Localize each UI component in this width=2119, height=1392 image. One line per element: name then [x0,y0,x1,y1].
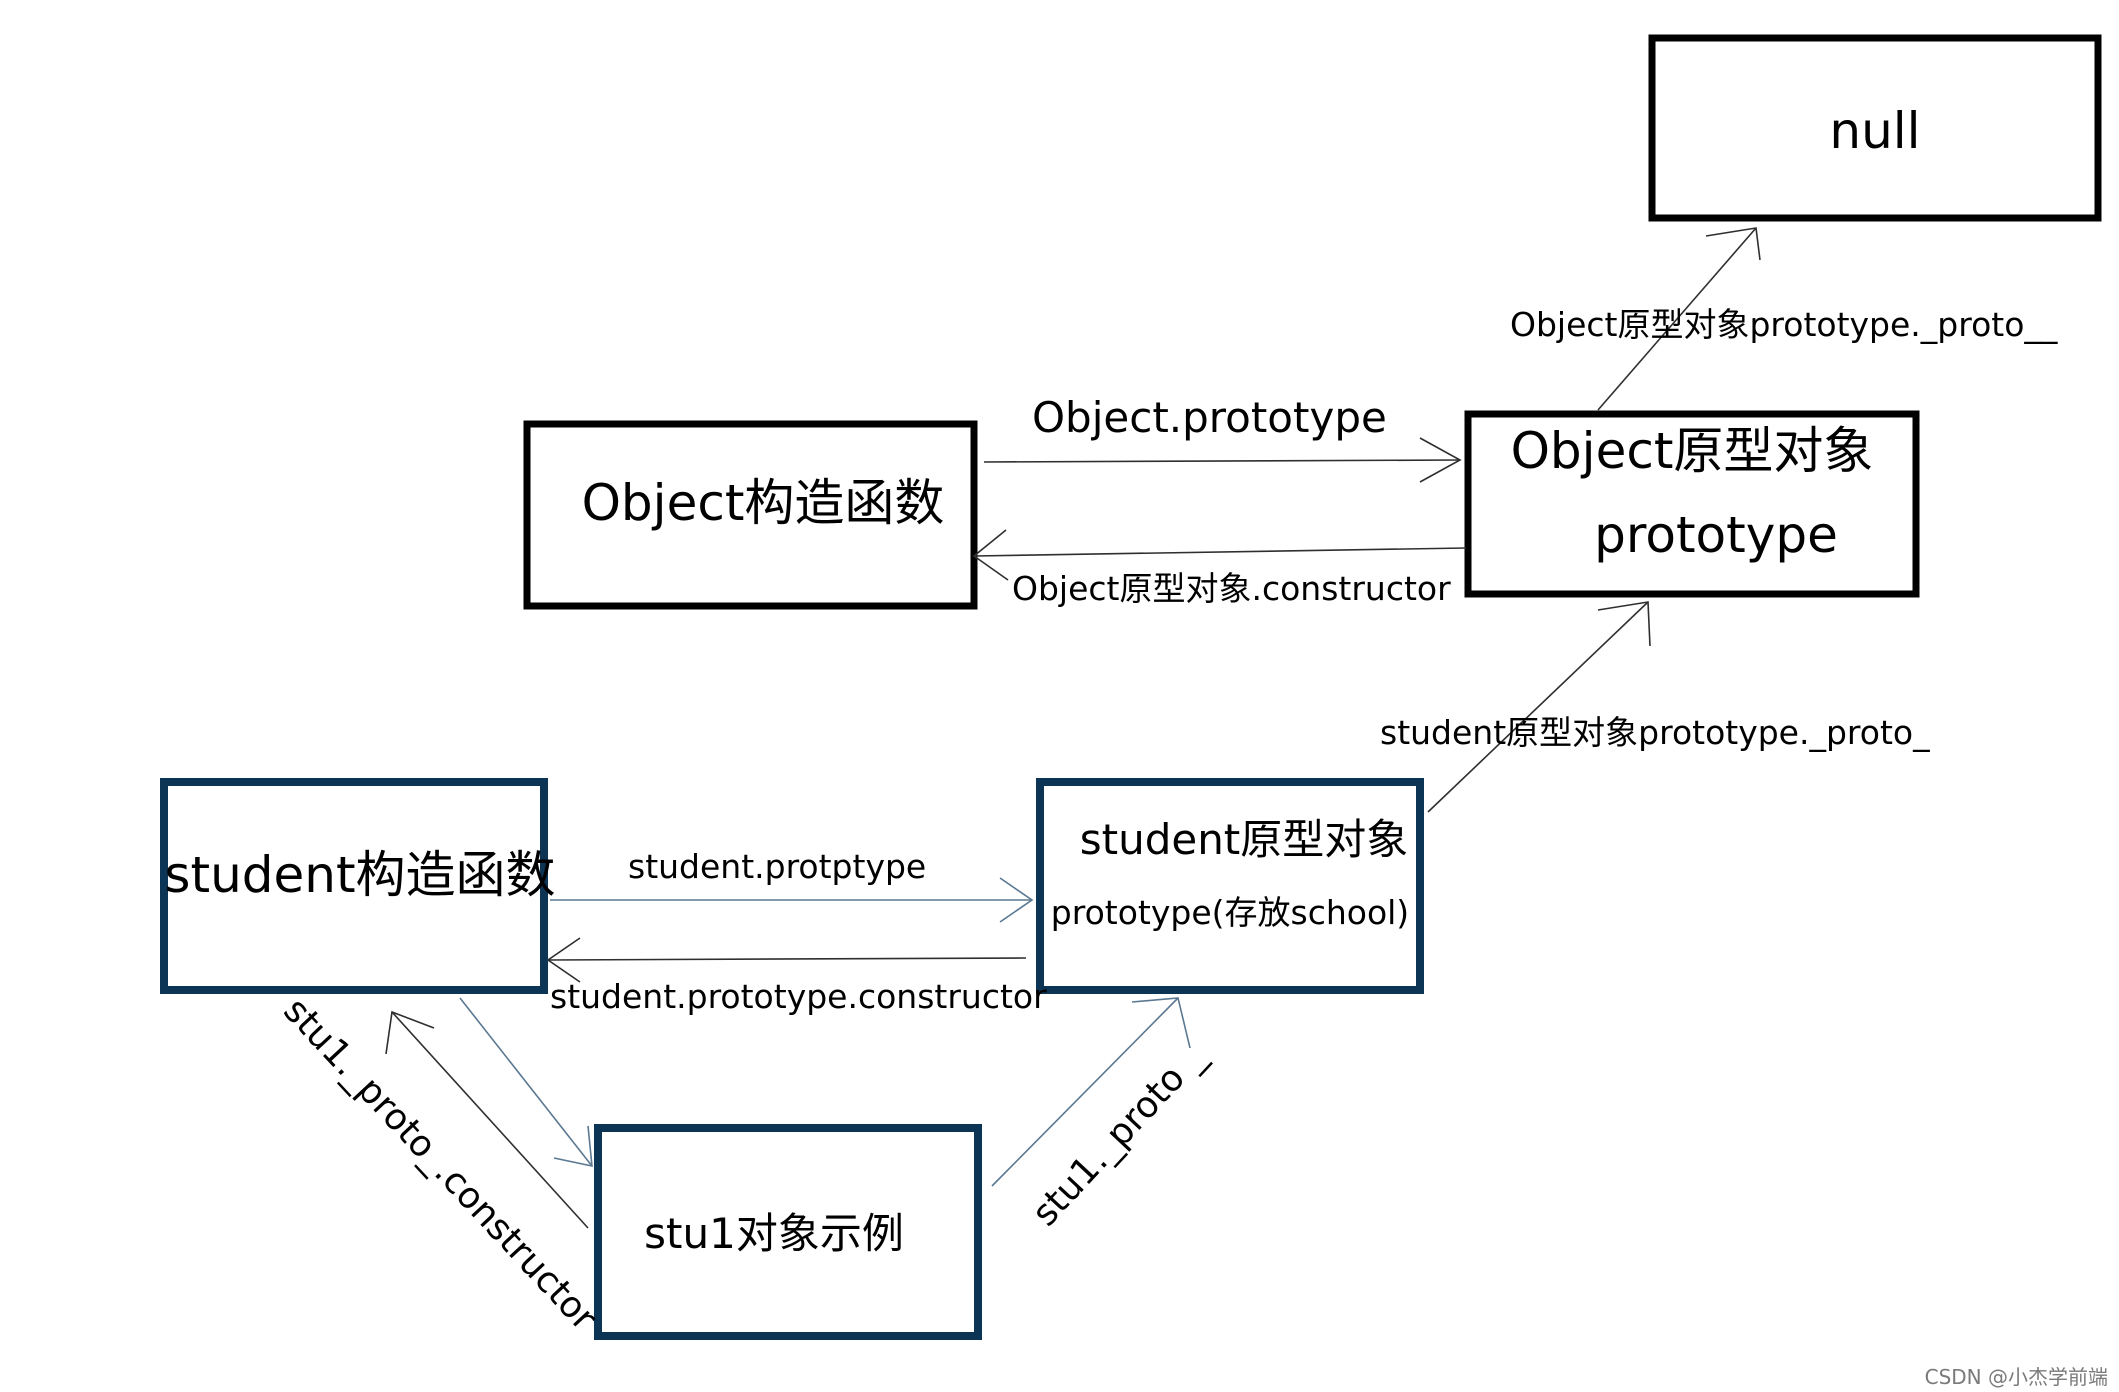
arrow-object-prototype [983,437,1462,483]
label-object-prototype: Object.prototype [1032,393,1387,442]
label-object-proto-to-null: Object原型对象prototype._proto__ [1510,305,2058,344]
arrow-stu1-proto [991,997,1191,1187]
student-constructor-node-label: student构造函数 [164,846,555,904]
arrow-student-protptype [550,877,1034,923]
label-student-proto-to-object-proto: student原型对象prototype._proto_ [1380,713,1930,752]
watermark: CSDN @小杰学前端 [1925,1365,2108,1389]
arrow-student-prototype-constructor [546,937,1027,983]
arrow-student-ctor-to-stu1 [459,997,593,1168]
null-node-label: null [1829,102,1920,160]
student-prototype-node-title: student原型对象 [1080,815,1409,864]
arrow-stu1-proto-constructor [385,1010,589,1229]
label-object-constructor: Object原型对象.constructor [1012,569,1451,608]
object-constructor-node-label: Object构造函数 [582,474,945,532]
object-prototype-node-title: Object原型对象 [1511,422,1874,480]
student-prototype-node-subtitle: prototype(存放school) [1051,893,1409,932]
label-stu1-proto: stu1._proto _ [1025,1035,1214,1234]
object-prototype-node-subtitle: prototype [1594,506,1838,564]
arrow-object-proto-to-null [1597,227,1761,411]
stu1-instance-node-label: stu1对象示例 [644,1209,904,1258]
label-student-protptype: student.protptype [628,847,926,886]
null-node: null [1648,34,2102,222]
object-constructor-node: Object构造函数 [523,420,978,610]
object-prototype-node: Object原型对象 prototype [1464,410,1920,598]
student-constructor-node: student构造函数 [160,778,556,994]
arrow-student-proto-to-object-proto [1427,601,1651,813]
arrow-object-constructor [972,529,1467,581]
stu1-instance-node: stu1对象示例 [594,1124,982,1340]
student-prototype-node: student原型对象 prototype(存放school) [1036,778,1424,994]
label-student-prototype-constructor: student.prototype.constructor [550,977,1047,1016]
label-stu1-proto-constructor: stu1._proto_.constructor [275,990,604,1339]
